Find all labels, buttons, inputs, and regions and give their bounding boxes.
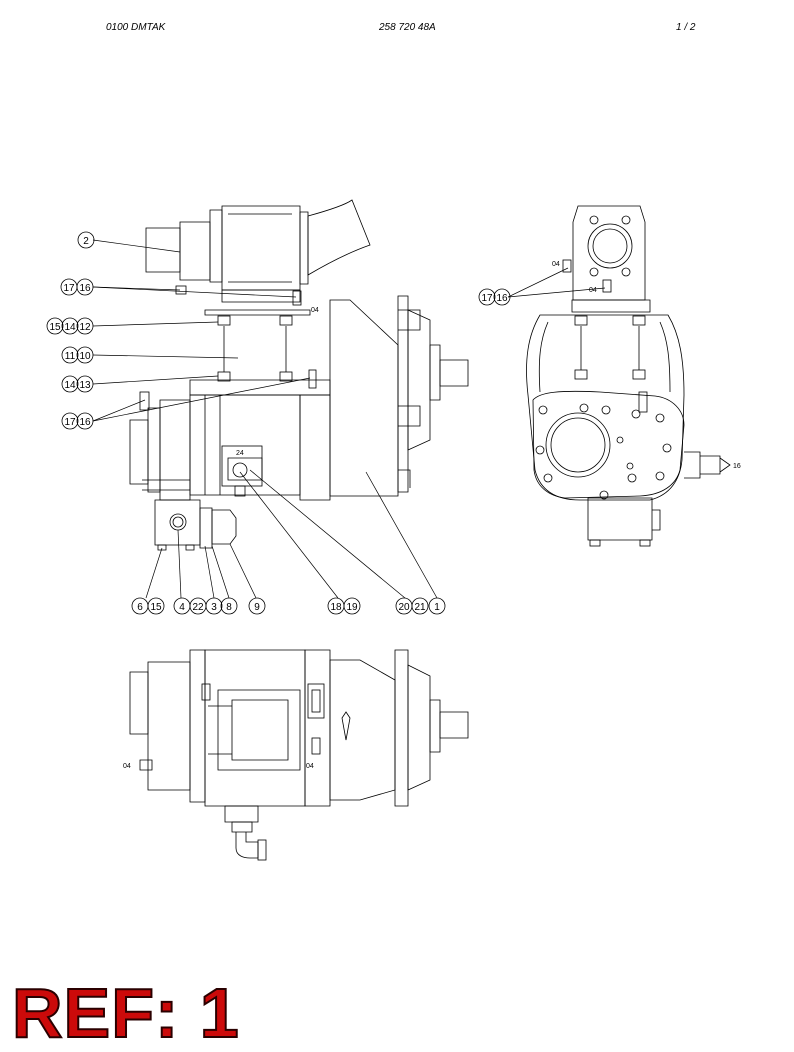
annotation-24: 24 — [236, 450, 244, 457]
balloon-label: 20 — [398, 602, 410, 613]
annotation-04: 04 — [123, 763, 131, 770]
balloon-label: 8 — [226, 602, 232, 613]
balloon-label: 18 — [330, 602, 342, 613]
balloon-label: 9 — [254, 602, 260, 613]
bottom-view-assembly — [129, 649, 469, 861]
balloons-top-view: 2 17 16 15 14 12 11 10 14 13 17 16 6 15 … — [46, 231, 446, 615]
balloon-label: 19 — [346, 602, 358, 613]
balloon-label: 10 — [79, 351, 91, 362]
annotation-16: 16 — [733, 463, 741, 470]
balloon-label: 12 — [79, 322, 91, 333]
balloon-label: 3 — [211, 602, 217, 613]
header-page-number: 1 / 2 — [676, 22, 696, 33]
balloon-label: 16 — [79, 417, 91, 428]
annotation-04: 04 — [311, 307, 319, 314]
annotation-04: 04 — [552, 261, 560, 268]
header-part-number: 258 720 48A — [379, 22, 436, 33]
balloon-label: 17 — [64, 417, 76, 428]
annotation-04: 04 — [589, 287, 597, 294]
balloon-label: 14 — [64, 380, 76, 391]
balloon-label: 1 — [434, 602, 440, 613]
balloon-label: 14 — [64, 322, 76, 333]
balloons-side-view: 17 16 — [478, 288, 511, 306]
balloon-label: 17 — [481, 293, 493, 304]
balloon-label: 15 — [150, 602, 162, 613]
balloon-label: 22 — [192, 602, 204, 613]
leader-lines — [92, 239, 438, 599]
balloon-label: 2 — [83, 236, 89, 247]
balloon-label: 16 — [496, 293, 508, 304]
balloon-label: 15 — [49, 322, 61, 333]
balloon-label: 16 — [79, 283, 91, 294]
header-code: 0100 DMTAK — [106, 22, 166, 33]
balloon-label: 13 — [79, 380, 91, 391]
annotation-04: 04 — [306, 763, 314, 770]
balloon-label: 17 — [63, 283, 75, 294]
balloon-label: 4 — [179, 602, 185, 613]
balloon-label: 11 — [65, 351, 76, 362]
reference-label: REF: 1 — [11, 974, 240, 1052]
top-view-assembly — [129, 199, 469, 551]
side-view-assembly — [526, 205, 731, 547]
balloon-label: 6 — [137, 602, 143, 613]
balloon-label: 21 — [414, 602, 426, 613]
side-view-leaders — [507, 267, 606, 298]
